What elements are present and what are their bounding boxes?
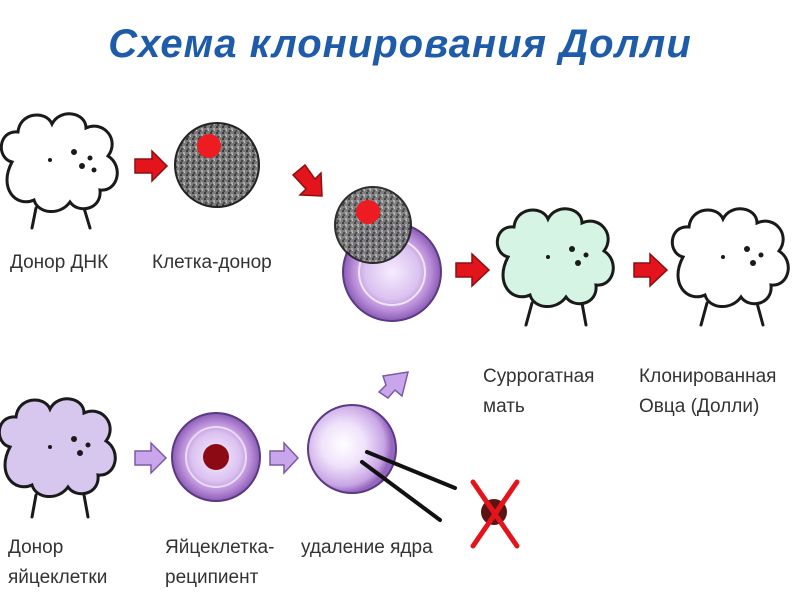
- egg-donor-label-line1: Донор: [8, 537, 64, 558]
- removed-nucleus-cross-icon: [470, 479, 520, 549]
- egg-donor-label-line2: яйцеклетки: [8, 567, 108, 588]
- surrogate-label-line2: мать: [483, 396, 525, 417]
- clone-label-line2: Овца (Долли): [639, 396, 760, 417]
- arrow-icon-cell-to-fusion: [291, 163, 323, 197]
- arrow-icon-enucleation-to-fusion: [377, 371, 410, 399]
- fusing-donor-cell-icon: [334, 186, 412, 264]
- arrow-icon-fusion-to-surrogate: [455, 252, 491, 288]
- egg-recipient-cell-icon: [171, 412, 261, 502]
- donor-cell-icon: [174, 122, 260, 208]
- egg-recipient-label-line2: реципиент: [165, 567, 259, 588]
- cell-donor-label: Клетка-донор: [152, 252, 272, 273]
- dna-donor-sheep-icon: [0, 112, 119, 230]
- arrow-icon-egg-donor-to-recipient: [134, 441, 168, 475]
- clone-label-line1: Клонированная: [639, 366, 777, 387]
- nucleus-removal-label: удаление ядра: [301, 537, 433, 558]
- egg-recipient-label-line1: Яйцеклетка-: [165, 537, 275, 558]
- surrogate-sheep-icon: [495, 207, 615, 327]
- needle-icon: [360, 450, 457, 522]
- dna-donor-label: Донор ДНК: [10, 252, 109, 273]
- page-title: Схема клонирования Долли: [108, 22, 692, 66]
- arrow-icon-recipient-to-enucleation: [269, 441, 300, 475]
- arrow-icon-sheep-to-cell: [134, 149, 169, 183]
- egg-donor-sheep-icon: [0, 397, 117, 519]
- surrogate-label-line1: Суррогатная: [483, 366, 595, 387]
- cloned-sheep-icon: [670, 207, 790, 327]
- arrow-icon-surrogate-to-clone: [633, 252, 669, 288]
